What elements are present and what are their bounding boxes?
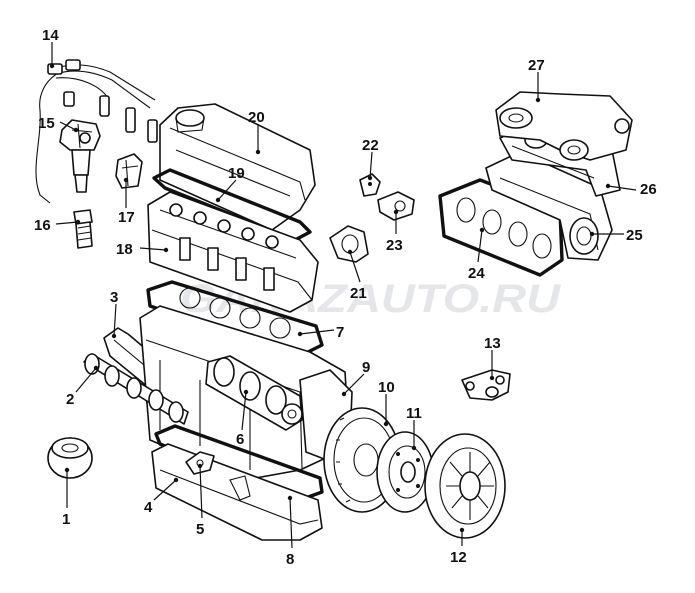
- callout-17: 17: [118, 209, 135, 226]
- callout-4: 4: [144, 499, 153, 516]
- callout-12: 12: [450, 549, 467, 566]
- clutch-disc: [376, 431, 434, 513]
- callout-6: 6: [236, 431, 244, 448]
- intake-plenum: [495, 91, 633, 161]
- callout-5: 5: [196, 521, 204, 538]
- rotor-arm: [115, 153, 143, 189]
- callout-23: 23: [386, 237, 403, 254]
- callout-3: 3: [110, 289, 118, 306]
- distributor: [59, 119, 101, 193]
- callout-24: 24: [468, 265, 485, 282]
- callout-7: 7: [336, 324, 344, 341]
- callout-20: 20: [248, 109, 265, 126]
- callout-9: 9: [362, 359, 370, 376]
- callout-14: 14: [42, 27, 59, 44]
- callout-13: 13: [484, 335, 501, 352]
- callout-16: 16: [34, 217, 51, 234]
- callout-21: 21: [350, 285, 367, 302]
- thermostat-housing: [377, 191, 415, 221]
- callout-labels: 1 2 3 4 5 6 7 8 9 10 11 12 13 14 15 16 1…: [34, 27, 657, 568]
- water-pump-housing: [329, 225, 369, 263]
- callout-19: 19: [228, 165, 245, 182]
- callout-2: 2: [66, 391, 74, 408]
- callout-10: 10: [378, 379, 395, 396]
- cylinder-head: [147, 191, 319, 313]
- callout-26: 26: [640, 181, 657, 198]
- callout-8: 8: [286, 551, 294, 568]
- exhaust-manifold: [485, 151, 613, 261]
- leader-lines: [49, 42, 637, 549]
- pressure-plate: [424, 433, 506, 539]
- callout-1: 1: [62, 511, 70, 528]
- exhaust-manifold-gasket: [438, 178, 564, 277]
- callout-15: 15: [38, 115, 55, 132]
- callout-11: 11: [406, 405, 422, 422]
- engine-mount-bracket: [461, 369, 511, 401]
- sump-gasket: [154, 424, 324, 502]
- callout-27: 27: [528, 57, 545, 74]
- rocker-cover: [159, 103, 316, 231]
- callout-22: 22: [362, 137, 379, 154]
- callout-25: 25: [626, 227, 643, 244]
- rocker-cover-gasket: [152, 168, 312, 242]
- ignition-leads: [35, 59, 158, 204]
- camshaft: [83, 353, 189, 425]
- head-gasket: [146, 280, 324, 358]
- callout-18: 18: [116, 241, 133, 258]
- distributor-drive-gear: [73, 209, 93, 249]
- oil-filter: [47, 437, 93, 479]
